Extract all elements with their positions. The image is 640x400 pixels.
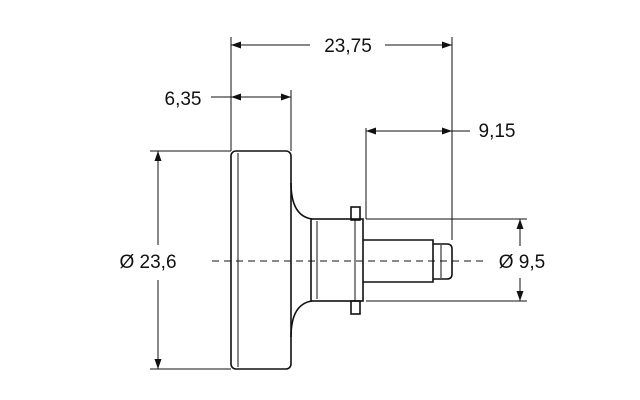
knob-thickness-label: 6,35: [165, 89, 202, 110]
dimension-pin-diameter: Ø 9,5: [366, 218, 545, 302]
overall-length-label: 23,75: [324, 36, 372, 57]
hub-body: [310, 218, 364, 302]
clip-tab-top: [350, 206, 361, 221]
dimension-knob-diameter: Ø 23,6: [119, 150, 231, 370]
dimension-knob-thickness: 6,35: [165, 89, 292, 151]
knob-disc: [230, 150, 292, 370]
dimension-overall-length: 23,75: [230, 36, 453, 240]
dimension-pin-length: 9,15: [365, 121, 516, 219]
knob-diameter-label: Ø 23,6: [119, 252, 176, 273]
neck-fillet-upper: [290, 182, 313, 220]
clip-tab-bottom: [350, 300, 361, 315]
part-outline: [230, 150, 453, 370]
pin-length-label: 9,15: [479, 121, 516, 142]
neck-fillet-lower: [290, 300, 313, 338]
pin-diameter-label: Ø 9,5: [499, 252, 545, 273]
